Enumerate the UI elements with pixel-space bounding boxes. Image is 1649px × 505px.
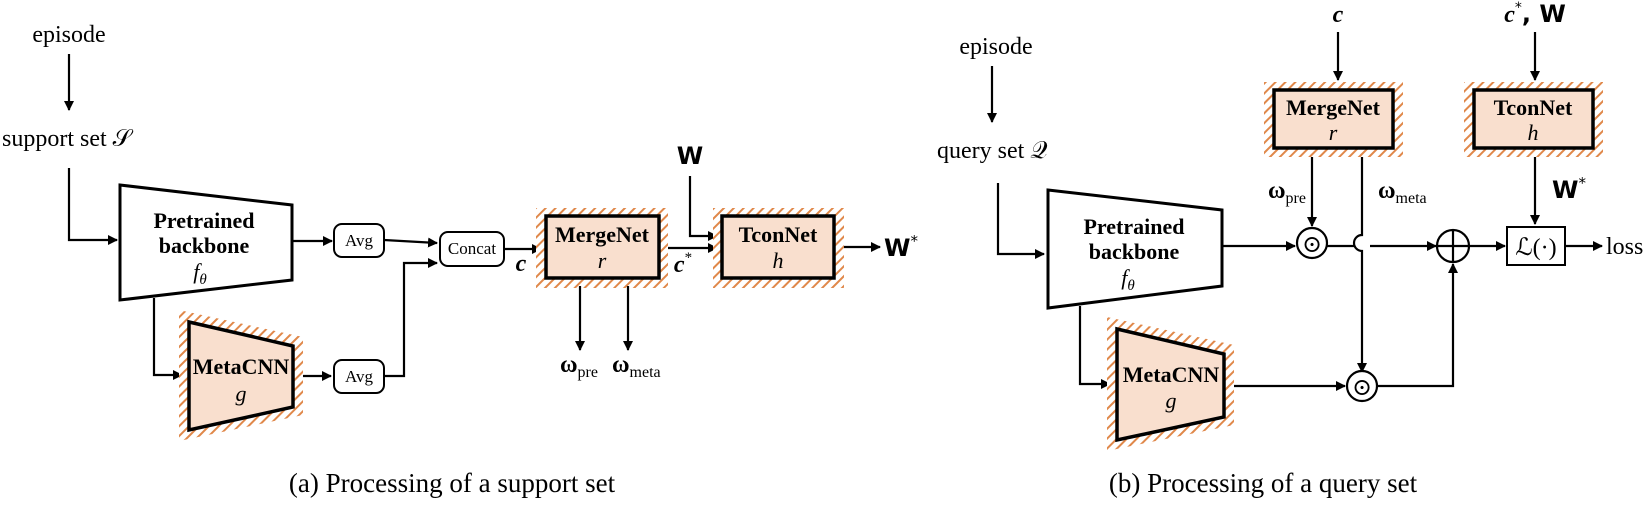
mergenet-b-function: r bbox=[1329, 120, 1338, 145]
tconnet-b-shape bbox=[1472, 88, 1595, 150]
support-set-label: support set 𝒮 bbox=[2, 126, 134, 152]
mergenet-b: MergeNet r bbox=[1264, 82, 1403, 157]
caption-b: (b) Processing of a query set bbox=[1109, 468, 1418, 498]
backbone-b-shape bbox=[1046, 188, 1224, 310]
arrow-avg-to-concat-2 bbox=[384, 258, 438, 378]
arrow-odot-bottom-to-oplus bbox=[1377, 263, 1458, 388]
concat-label: Concat bbox=[448, 239, 496, 258]
loss-fn-label: ℒ(·) bbox=[1515, 235, 1556, 261]
mergenet-a: MergeNet r bbox=[536, 208, 668, 288]
arrow-omega-meta-to-odot-bottom bbox=[1352, 157, 1367, 373]
arrow-w-to-tconnet bbox=[688, 176, 718, 241]
omega-meta-b-label: ωmeta bbox=[1378, 178, 1427, 207]
arrow-avg-to-concat bbox=[383, 237, 438, 248]
backbone-shape bbox=[118, 183, 294, 302]
metacnn-name: MetaCNN bbox=[193, 354, 290, 379]
loss-fn-box bbox=[1506, 226, 1566, 266]
metacnn-shape bbox=[187, 319, 295, 433]
omega-meta-label: ωmeta bbox=[612, 352, 661, 381]
mergenet-b-shape bbox=[1272, 88, 1395, 150]
backbone-function: fθ bbox=[193, 259, 207, 288]
query-set-label: query set 𝒬 bbox=[937, 138, 1048, 164]
tconnet-b: TconNet h bbox=[1464, 82, 1603, 157]
tconnet-shape bbox=[720, 214, 836, 280]
mergenet-function: r bbox=[598, 248, 607, 273]
metacnn-b: MetaCNN g bbox=[1107, 317, 1234, 451]
oplus-node bbox=[1435, 228, 1471, 264]
arrow-support-to-backbone bbox=[67, 168, 118, 245]
wstar-b-label: W* bbox=[1552, 174, 1586, 204]
cstar-label: c* bbox=[674, 250, 692, 278]
metacnn-b-shape bbox=[1115, 326, 1226, 443]
tconnet-function: h bbox=[773, 248, 784, 273]
backbone-b-title-2: backbone bbox=[1089, 239, 1180, 264]
odot-bottom-symbol: ⊙ bbox=[1352, 375, 1372, 401]
backbone-title-1: Pretrained bbox=[153, 208, 254, 233]
backbone-b-function: fθ bbox=[1121, 265, 1135, 294]
arrow-backbone-b-to-metacnn bbox=[1078, 306, 1111, 389]
caption-a: (a) Processing of a support set bbox=[289, 468, 616, 498]
odot-top bbox=[1295, 226, 1329, 260]
arrow-query-to-backbone bbox=[996, 183, 1045, 259]
tconnet-a: TconNet h bbox=[713, 208, 844, 288]
w-input-label: W bbox=[677, 142, 703, 170]
avg-bottom-label: Avg bbox=[345, 367, 374, 386]
omega-pre-b-label: ωpre bbox=[1268, 178, 1306, 207]
omega-pre-label: ωpre bbox=[560, 352, 598, 381]
mergenet-b-name: MergeNet bbox=[1286, 95, 1381, 120]
metacnn-a: MetaCNN g bbox=[179, 310, 303, 441]
metacnn-b-function: g bbox=[1166, 388, 1177, 413]
odot-top-symbol: ⊙ bbox=[1302, 232, 1322, 258]
backbone-b: Pretrained backbone fθ bbox=[1046, 188, 1224, 310]
episode-label-b: episode bbox=[959, 34, 1032, 60]
c-label: c bbox=[516, 251, 527, 277]
mergenet-name: MergeNet bbox=[555, 222, 650, 247]
avg-top-label: Avg bbox=[345, 231, 374, 250]
c-input-label: c bbox=[1333, 2, 1344, 28]
metacnn-b-name: MetaCNN bbox=[1123, 362, 1220, 387]
cstar-w-input-label: c*, W bbox=[1504, 0, 1566, 28]
loss-label: loss bbox=[1606, 234, 1643, 260]
mergenet-shape bbox=[544, 214, 661, 280]
panel-b: episode query set 𝒬 Pretrained backbone … bbox=[937, 0, 1643, 498]
backbone-a: Pretrained backbone fθ bbox=[118, 183, 294, 302]
metacnn-function: g bbox=[236, 381, 247, 406]
wstar-output-label: W* bbox=[884, 232, 918, 262]
episode-label: episode bbox=[32, 22, 105, 48]
tconnet-b-function: h bbox=[1528, 120, 1539, 145]
arrow-backbone-to-metacnn bbox=[152, 298, 183, 380]
backbone-b-title-1: Pretrained bbox=[1083, 214, 1184, 239]
tconnet-name: TconNet bbox=[739, 222, 818, 247]
backbone-title-2: backbone bbox=[159, 233, 250, 258]
tconnet-b-name: TconNet bbox=[1494, 95, 1573, 120]
panel-a: episode support set 𝒮 Pretrained backbon… bbox=[2, 22, 918, 498]
